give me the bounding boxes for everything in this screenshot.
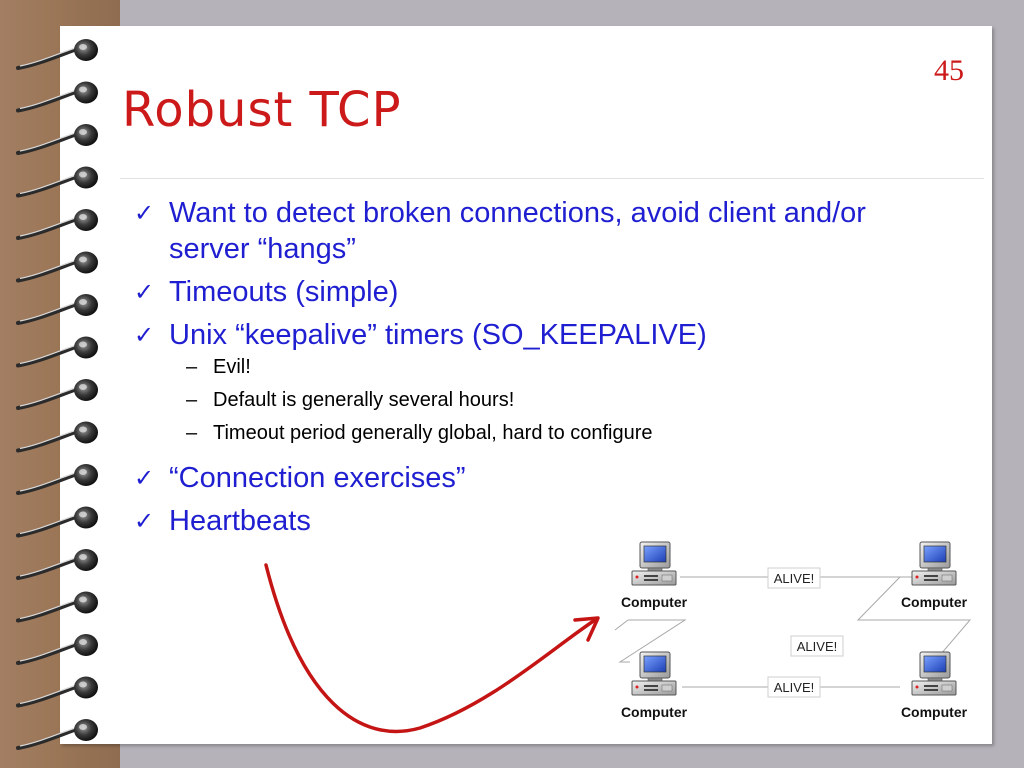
checkmark-icon: ✓	[134, 199, 155, 227]
bullet-text: Want to detect broken connections, avoid…	[169, 197, 866, 265]
bullet-item: ✓ Heartbeats	[130, 503, 910, 539]
sub-bullet-item: – Timeout period generally global, hard …	[130, 420, 910, 446]
bullet-text: Timeouts (simple)	[169, 276, 399, 308]
computer-top-right: Computer	[901, 541, 968, 610]
bullet-text: Heartbeats	[169, 505, 311, 537]
computer-label: Computer	[621, 594, 688, 610]
spiral-ring-icon	[16, 124, 98, 155]
checkmark-icon: ✓	[134, 278, 155, 306]
slide-number: 45	[934, 54, 964, 87]
computer-top-left: Computer	[621, 541, 688, 610]
alive-label-bottom: ALIVE!	[767, 676, 821, 698]
sub-bullet-item: – Evil!	[130, 354, 910, 380]
desktop-computer-icon	[911, 541, 957, 586]
title-divider	[120, 178, 984, 179]
computer-label: Computer	[621, 704, 688, 720]
spiral-ring-icon	[16, 209, 98, 240]
alive-label-top: ALIVE!	[767, 567, 821, 589]
spiral-ring-icon	[16, 634, 98, 665]
alive-message: ALIVE!	[774, 571, 814, 586]
alive-message: ALIVE!	[797, 639, 837, 654]
spiral-binding	[16, 39, 98, 750]
dash-icon: –	[186, 389, 198, 411]
spiral-ring-icon	[16, 39, 98, 70]
checkmark-icon: ✓	[134, 321, 155, 349]
sub-bullet-text: Evil!	[213, 356, 251, 378]
spiral-ring-icon	[16, 251, 98, 283]
bullet-item: ✓ Want to detect broken connections, avo…	[130, 195, 910, 267]
checkmark-icon: ✓	[134, 464, 155, 492]
dash-icon: –	[186, 422, 198, 444]
spiral-ring-icon	[16, 506, 98, 538]
desktop-computer-icon	[631, 541, 677, 586]
alive-label-middle: ALIVE!	[790, 635, 844, 657]
sub-bullet-item: – Default is generally several hours!	[130, 387, 910, 413]
spiral-ring-icon	[16, 421, 98, 453]
bullet-text: “Connection exercises”	[169, 462, 466, 494]
heartbeat-diagram: Computer Computer Computer Computer ALIV…	[614, 541, 972, 720]
slide-title: Robust TCP	[122, 82, 402, 138]
spiral-ring-icon	[16, 336, 98, 368]
bullet-list: ✓ Want to detect broken connections, avo…	[130, 195, 910, 546]
desktop-computer-icon	[911, 651, 957, 696]
spiral-ring-icon	[16, 81, 98, 113]
spiral-ring-icon	[16, 549, 98, 580]
computer-label: Computer	[901, 594, 968, 610]
spiral-ring-icon	[16, 719, 98, 750]
dash-icon: –	[186, 356, 198, 378]
computer-bottom-left: Computer	[621, 651, 688, 720]
computer-label: Computer	[901, 704, 968, 720]
checkmark-icon: ✓	[134, 507, 155, 535]
spiral-ring-icon	[16, 166, 98, 198]
bullet-item: ✓ Unix “keepalive” timers (SO_KEEPALIVE)	[130, 317, 910, 353]
bullet-item: ✓ Timeouts (simple)	[130, 274, 910, 310]
sub-bullet-text: Timeout period generally global, hard to…	[213, 422, 653, 444]
spiral-ring-icon	[16, 379, 98, 410]
spiral-ring-icon	[16, 676, 98, 708]
computer-bottom-right: Computer	[901, 651, 968, 720]
desktop-computer-icon	[631, 651, 677, 696]
sub-bullet-list: – Evil! – Default is generally several h…	[130, 354, 910, 446]
bullet-text: Unix “keepalive” timers (SO_KEEPALIVE)	[169, 319, 707, 351]
bullet-item: ✓ “Connection exercises”	[130, 460, 910, 496]
spiral-ring-icon	[16, 464, 98, 495]
sub-bullet-text: Default is generally several hours!	[213, 389, 515, 411]
spiral-ring-icon	[16, 294, 98, 325]
spiral-ring-icon	[16, 591, 98, 623]
alive-message: ALIVE!	[774, 680, 814, 695]
